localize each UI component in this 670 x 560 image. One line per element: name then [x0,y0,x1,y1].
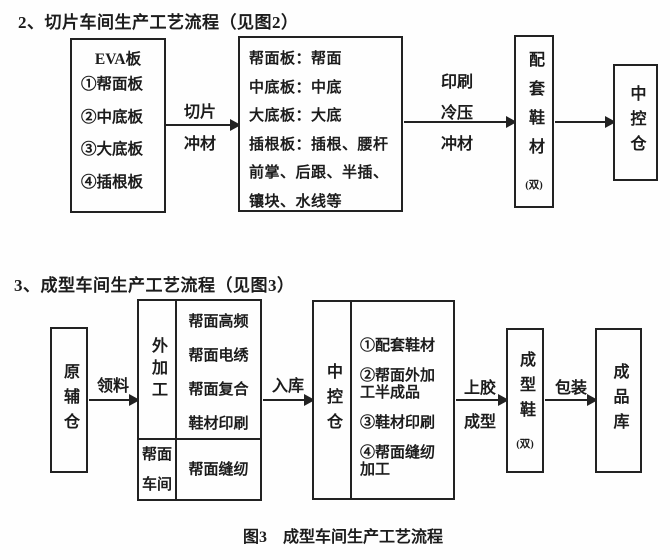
inbound-label: 入库 [272,378,305,395]
arrow-molded-to-finished [545,394,598,406]
figure3-heading: 3、成型车间生产工艺流程（见图3） [14,276,295,295]
pick-material-label: 领料 [97,378,130,395]
outsourcing-item-1: 帮面高频 [188,314,249,330]
central-store-items-cell: ①配套鞋材 ②帮面外加工半成品 ③鞋材印刷 ④帮面缝纫加工 [352,338,453,498]
raw-store-box: 原辅仓 [50,327,88,473]
central-item-3: ③鞋材印刷 [360,415,436,431]
central-store-box-fig2: 中控仓 [613,64,658,181]
outsourcing-cell: 外加工 [139,301,175,438]
central-store-divider [350,302,352,498]
matched-material-label: 配套鞋材 [526,51,543,167]
outsourcing-item-3: 帮面复合 [188,382,249,398]
slice-step-label: 切片 [184,104,217,121]
arrow-raw-to-workshop [89,394,140,406]
upper-workshop-label: 帮面车间 [141,446,172,493]
outsourcing-label: 外加工 [149,336,166,403]
coldpress-step-label: 冷压 [441,105,474,122]
molded-shoe-label: 成型鞋 [517,350,534,426]
eva-item-1: ①帮面板 [81,76,144,93]
central-store-label-cell: 中控仓 [314,302,350,498]
finished-store-box: 成品库 [595,328,642,473]
raw-store-label: 原辅仓 [61,362,78,438]
eva-item-3: ③大底板 [81,141,144,158]
arrow-central-to-molded [456,394,509,406]
pack-step-label: 包装 [555,380,588,397]
arrow-kit-to-central [555,116,616,128]
eva-board-box: EVA板 ①帮面板 ②中底板 ③大底板 ④插根板 [70,38,166,213]
central-item-4: ④帮面缝纫加工 [360,445,436,478]
central-store-compound-box: 中控仓 ①配套鞋材 ②帮面外加工半成品 ③鞋材印刷 ④帮面缝纫加工 [312,300,455,500]
outsourcing-item-4: 鞋材印刷 [188,416,249,432]
board-line-2: 中底板：中底 [249,79,343,96]
workshop-vertical-divider [175,301,177,499]
arrow-workshop-to-central [263,394,315,406]
outsourcing-item-2: 帮面电绣 [188,348,249,364]
eva-item-4: ④插根板 [81,173,144,191]
eva-box-title: EVA板 [94,51,142,68]
upper-stitching-cell: 帮面缝纫 [177,440,260,499]
board-line-1: 帮面板：帮面 [249,51,343,67]
board-mapping-box: 帮面板：帮面 中底板：中底 大底板：大底 插根板：插根、腰杆 前掌、后跟、半插、… [238,36,403,212]
punch-step-label: 冲材 [184,136,217,153]
board-line-6: 镶块、水线等 [249,193,343,210]
central-item-2: ②帮面外加工半成品 [360,368,436,401]
matched-material-unit: (双) [525,180,543,191]
figure2-heading: 2、切片车间生产工艺流程（见图2） [18,13,299,32]
upper-stitching-label: 帮面缝纫 [188,461,249,478]
central-item-1: ①配套鞋材 [360,338,436,354]
finished-store-label: 成品库 [610,363,628,438]
board-line-5: 前掌、后跟、半插、 [249,165,389,182]
arrow-eva-to-board [166,119,241,131]
central-store-label-fig3: 中控仓 [324,362,341,438]
board-line-4: 插根板：插根、腰杆 [249,136,389,153]
upper-workshop-cell: 帮面车间 [139,440,175,499]
workshop-compound-box: 外加工 帮面高频 帮面电绣 帮面复合 鞋材印刷 帮面车间 帮面缝纫 [137,299,262,501]
central-store-label-fig2: 中控仓 [627,85,645,160]
figure3-caption: 图3 成型车间生产工艺流程 [243,529,444,546]
board-line-3: 大底板：大底 [249,108,343,125]
print-step-label: 印刷 [441,74,474,91]
arrow-board-to-kit [404,116,517,128]
glue-step-label: 上胶 [464,380,497,397]
punch2-step-label: 冲材 [441,136,474,153]
workshop-horizontal-divider [139,438,260,440]
matched-material-box: 配套鞋材 (双) [514,35,554,208]
molded-shoe-unit: (双) [516,438,534,450]
mold-step-label: 成型 [464,414,497,431]
eva-item-2: ②中底板 [81,108,144,126]
molded-shoe-box: 成型鞋 (双) [506,328,544,473]
outsourcing-items-cell: 帮面高频 帮面电绣 帮面复合 鞋材印刷 [177,305,260,438]
